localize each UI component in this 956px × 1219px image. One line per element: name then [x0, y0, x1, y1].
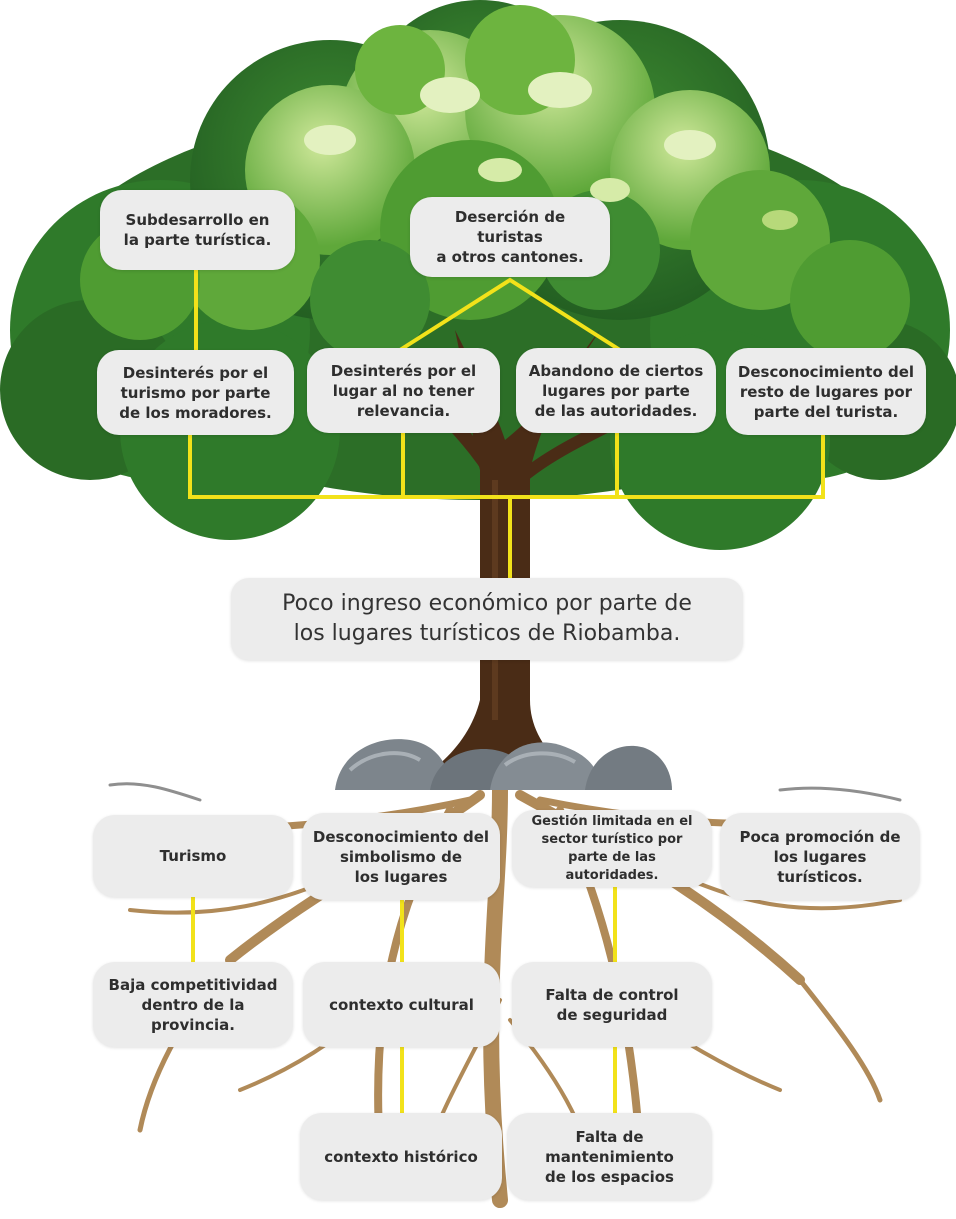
central-problem-box: Poco ingreso económico por parte de los … — [231, 578, 743, 660]
cause-label: Desconocimiento del simbolismo de los lu… — [312, 827, 490, 886]
effect-box-desinteres-lugar: Desinterés por el lugar al no tener rele… — [307, 348, 500, 433]
cause-label: contexto cultural — [329, 995, 474, 1014]
central-problem-label: Poco ingreso económico por parte de los … — [282, 591, 692, 646]
cause-box-contexto-cultural: contexto cultural — [303, 962, 500, 1047]
rocks — [335, 739, 672, 790]
effect-box-desercion: Deserción de turistas a otros cantones. — [410, 197, 610, 277]
effect-label: Deserción de turistas a otros cantones. — [436, 208, 584, 266]
effect-label: Desinterés por el lugar al no tener rele… — [330, 361, 477, 420]
effect-box-subdesarrollo: Subdesarrollo en la parte turística. — [100, 190, 295, 270]
effect-box-desconocimiento-turista: Desconocimiento del resto de lugares por… — [726, 348, 926, 435]
cause-box-baja-competitividad: Baja competitividad dentro de la provinc… — [93, 962, 293, 1047]
cause-label: Falta de mantenimiento de los espacios — [545, 1127, 674, 1186]
cause-label: Falta de control de seguridad — [545, 985, 679, 1024]
cause-box-falta-control: Falta de control de seguridad — [512, 962, 712, 1047]
cause-box-poca-promocion: Poca promoción de los lugares turísticos… — [720, 813, 920, 900]
cause-label: contexto histórico — [324, 1147, 478, 1166]
effect-box-desinteres-moradores: Desinterés por el turismo por parte de l… — [97, 350, 294, 435]
cause-box-turismo: Turismo — [93, 815, 293, 897]
cause-label: Baja competitividad dentro de la provinc… — [108, 975, 278, 1034]
cause-label: Turismo — [159, 847, 227, 865]
effect-connectors — [188, 270, 825, 578]
cause-label: Gestión limitada en el sector turístico … — [531, 813, 693, 883]
cause-label: Poca promoción de los lugares turísticos… — [739, 827, 901, 886]
cause-connectors — [191, 885, 617, 1115]
effect-label: Subdesarrollo en la parte turística. — [123, 211, 272, 249]
cause-box-desconocimiento-simbolismo: Desconocimiento del simbolismo de los lu… — [302, 813, 500, 900]
effect-label: Desinterés por el turismo por parte de l… — [119, 363, 272, 422]
effect-box-abandono: Abandono de ciertos lugares por parte de… — [516, 348, 716, 433]
effect-label: Desconocimiento del resto de lugares por… — [737, 362, 915, 421]
cause-box-gestion-limitada: Gestión limitada en el sector turístico … — [512, 810, 712, 887]
cause-box-falta-mantenimiento: Falta de mantenimiento de los espacios — [507, 1113, 712, 1200]
cause-box-contexto-historico: contexto histórico — [300, 1113, 502, 1200]
effect-label: Abandono de ciertos lugares por parte de… — [528, 361, 704, 420]
